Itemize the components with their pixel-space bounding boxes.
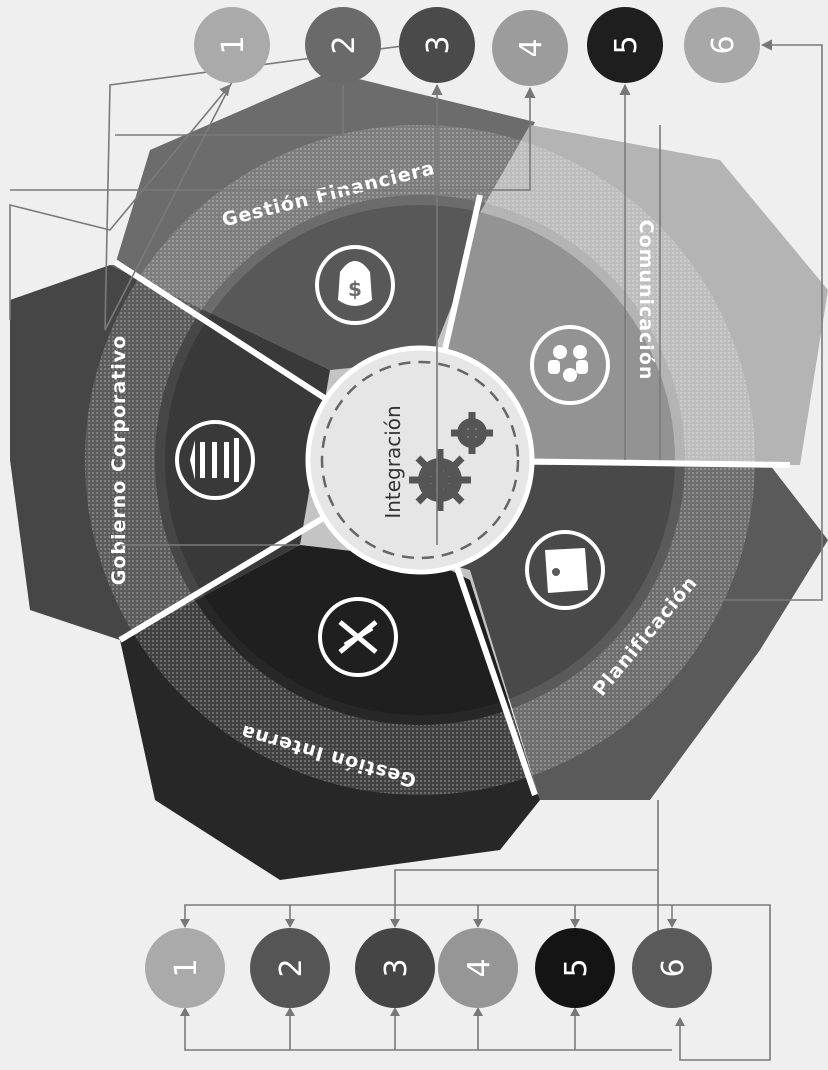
top-node-5-label: 5 — [609, 35, 644, 54]
top-node-3-label: 3 — [421, 35, 456, 54]
svg-text:$: $ — [348, 277, 362, 301]
bottom-node-5-label: 5 — [559, 958, 594, 977]
bottom-node-6 — [632, 928, 712, 1008]
top-node-3 — [399, 7, 475, 83]
bottom-node-3-label: 3 — [379, 958, 414, 977]
money-bag-icon: $ — [315, 245, 395, 325]
center-hub: Integración — [305, 345, 535, 575]
bottom-node-6-label: 6 — [656, 958, 691, 977]
bottom-node-2-label: 2 — [274, 958, 309, 977]
bottom-node-1 — [145, 928, 225, 1008]
bottom-node-2 — [250, 928, 330, 1008]
segment-label-gobierno-corporativo: Gobierno Corporativo — [108, 335, 130, 585]
top-node-1-label: 1 — [216, 35, 251, 54]
bottom-node-1-label: 1 — [169, 958, 204, 977]
bottom-node-3 — [355, 928, 435, 1008]
map-icon — [525, 530, 605, 610]
segment-label-comunicacion: Comunicación — [635, 220, 657, 381]
segment-gobierno-corporativo — [10, 265, 330, 640]
bottom-connectors — [180, 800, 771, 1061]
top-node-1 — [194, 7, 270, 83]
bottom-node-5 — [535, 928, 615, 1008]
top-node-6 — [684, 7, 760, 83]
bank-icon — [175, 420, 255, 500]
top-node-2 — [305, 7, 381, 83]
top-node-6-label: 6 — [706, 35, 741, 54]
bottom-node-4-label: 4 — [462, 958, 497, 977]
bottom-node-4 — [438, 928, 518, 1008]
bottom-nodes: 1 2 3 4 5 6 — [145, 928, 712, 1008]
top-node-5 — [587, 7, 663, 83]
top-connectors — [9, 39, 823, 601]
center-label: Integración — [381, 405, 405, 518]
top-node-4-label: 4 — [514, 38, 549, 57]
top-nodes: 1 2 3 4 5 6 — [194, 7, 760, 86]
gears-icon — [409, 412, 493, 511]
people-icon — [530, 325, 610, 405]
top-node-4 — [492, 10, 568, 86]
top-node-2-label: 2 — [327, 35, 362, 54]
tools-icon — [318, 597, 398, 677]
